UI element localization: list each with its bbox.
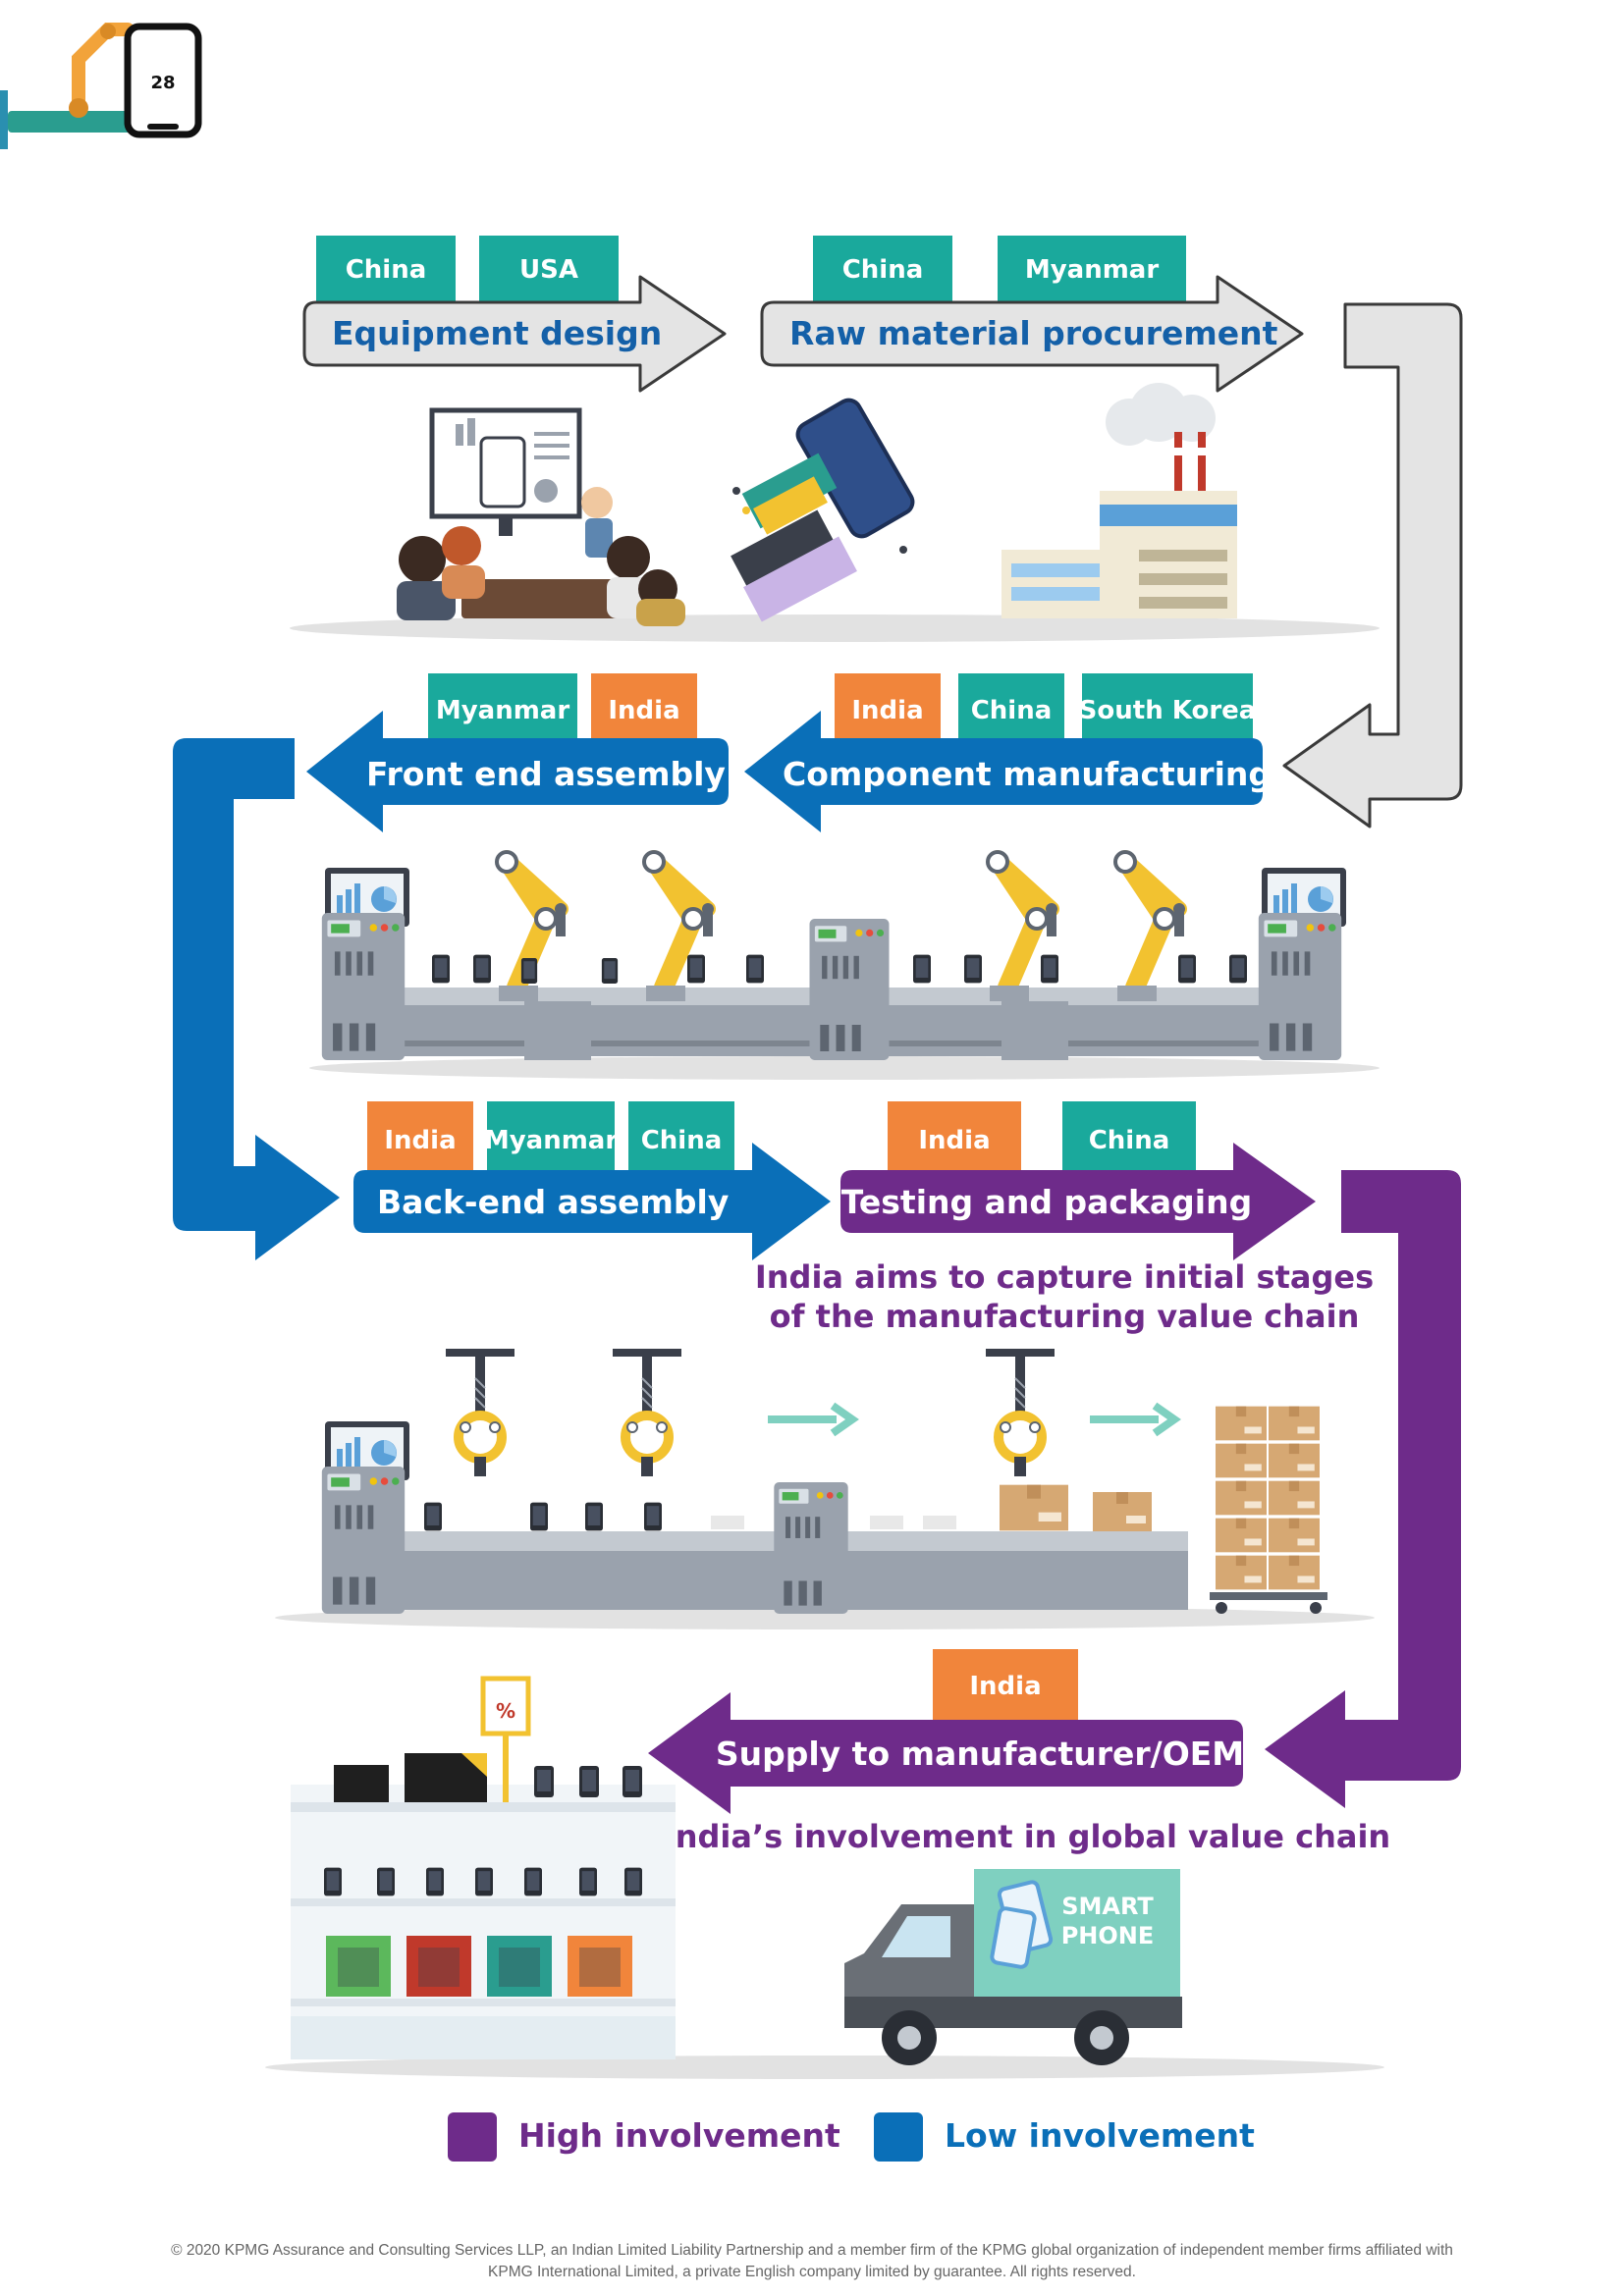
stage-label: Back-end assembly: [377, 1183, 729, 1221]
svg-text:China: China: [346, 255, 427, 285]
note-initial-stages-1: India aims to capture initial stages: [755, 1258, 1374, 1296]
svg-text:China: China: [641, 1126, 723, 1155]
page-number-badge: 28: [0, 23, 202, 149]
tags-back-end-assembly: India Myanmar China: [367, 1101, 734, 1170]
stage-raw-material-procurement: Raw material procurement: [760, 275, 1304, 393]
svg-text:Myanmar: Myanmar: [436, 696, 570, 725]
tags-supply: India: [933, 1649, 1078, 1720]
tags-component-manufacturing: India China South Korea: [835, 673, 1256, 742]
stage-testing-packaging: Testing and packaging: [840, 1143, 1316, 1260]
stage-label: Component manufacturing: [783, 755, 1272, 793]
svg-text:India: India: [969, 1672, 1041, 1701]
svg-text:India: India: [851, 696, 923, 725]
svg-text:China: China: [971, 696, 1053, 725]
legend-swatch-high: [448, 2112, 497, 2162]
stage-equipment-design: Equipment design: [302, 275, 727, 393]
stage-component-manufacturing: Component manufacturing: [744, 711, 1272, 832]
note-global-involvement: India’s involvement in global value chai…: [664, 1818, 1390, 1855]
truck-text-1: SMART: [1061, 1893, 1154, 1920]
tags-testing-packaging: India China: [888, 1101, 1196, 1170]
legend-label-high: High involvement: [518, 2116, 840, 2155]
shadow: [290, 614, 1380, 642]
store-shelf-illustration: %: [265, 1676, 1384, 2079]
page-number: 28: [150, 73, 175, 93]
svg-text:Myanmar: Myanmar: [484, 1126, 619, 1155]
legend-label-low: Low involvement: [945, 2116, 1255, 2155]
stage-front-end-assembly: Front end assembly: [306, 711, 729, 832]
connector-arrow-right: [1282, 302, 1463, 828]
assembly-line-illustration: [309, 852, 1380, 1080]
footer-line-2: KPMG International Limited, a private En…: [488, 2264, 1136, 2280]
legend-swatch-low: [874, 2112, 923, 2162]
stage-label: Front end assembly: [366, 755, 726, 793]
delivery-truck-illustration: SMART PHONE: [844, 1869, 1182, 2065]
connector-arrow-left: [173, 738, 340, 1260]
svg-text:South Korea: South Korea: [1079, 696, 1257, 725]
design-meeting-illustration: [397, 407, 685, 626]
copyright-footer: © 2020 KPMG Assurance and Consulting Ser…: [0, 2240, 1624, 2283]
tags-front-end-assembly: Myanmar India: [428, 673, 697, 742]
tags-equipment-design: China USA: [316, 236, 619, 306]
stage-label: Raw material procurement: [789, 314, 1278, 352]
stage-label: Testing and packaging: [841, 1183, 1252, 1221]
legend: High involvement Low involvement: [448, 2112, 1255, 2162]
stage-label: Equipment design: [332, 314, 662, 352]
connector-arrow-purple: [1265, 1170, 1461, 1808]
svg-text:India: India: [918, 1126, 990, 1155]
note-initial-stages-2: of the manufacturing value chain: [770, 1298, 1360, 1335]
factory-illustration: [1001, 383, 1237, 618]
tags-raw-material: China Myanmar: [813, 236, 1186, 306]
truck-text-2: PHONE: [1061, 1922, 1155, 1949]
footer-line-1: © 2020 KPMG Assurance and Consulting Ser…: [171, 2242, 1453, 2259]
stage-supply-to-manufacturer: Supply to manufacturer/OEM: [648, 1692, 1244, 1814]
packaging-line-illustration: [275, 1349, 1375, 1629]
price-sign: %: [496, 1699, 515, 1723]
svg-text:Myanmar: Myanmar: [1025, 255, 1160, 285]
svg-text:India: India: [608, 696, 679, 725]
svg-text:China: China: [1089, 1126, 1170, 1155]
stage-label: Supply to manufacturer/OEM: [716, 1735, 1244, 1773]
svg-text:India: India: [384, 1126, 456, 1155]
phone-components-illustration: [731, 398, 915, 622]
svg-text:China: China: [842, 255, 924, 285]
svg-text:USA: USA: [519, 255, 578, 285]
stage-back-end-assembly: Back-end assembly: [353, 1143, 831, 1260]
stacked-boxes: [1210, 1406, 1327, 1614]
